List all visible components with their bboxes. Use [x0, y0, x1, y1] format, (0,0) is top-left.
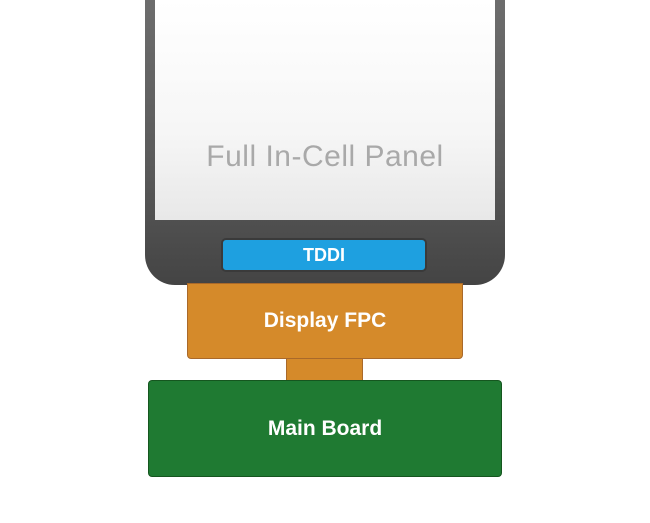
tddi-label: TDDI	[303, 244, 345, 265]
display-fpc-label: Display FPC	[263, 309, 387, 332]
display-fpc-block: Display FPC	[187, 283, 463, 359]
main-board-label: Main Board	[267, 416, 383, 440]
main-board-block: Main Board	[148, 380, 502, 477]
panel-screen	[155, 0, 495, 220]
panel-label: Full In-Cell Panel	[206, 140, 444, 173]
tddi-chip: TDDI	[221, 238, 427, 272]
